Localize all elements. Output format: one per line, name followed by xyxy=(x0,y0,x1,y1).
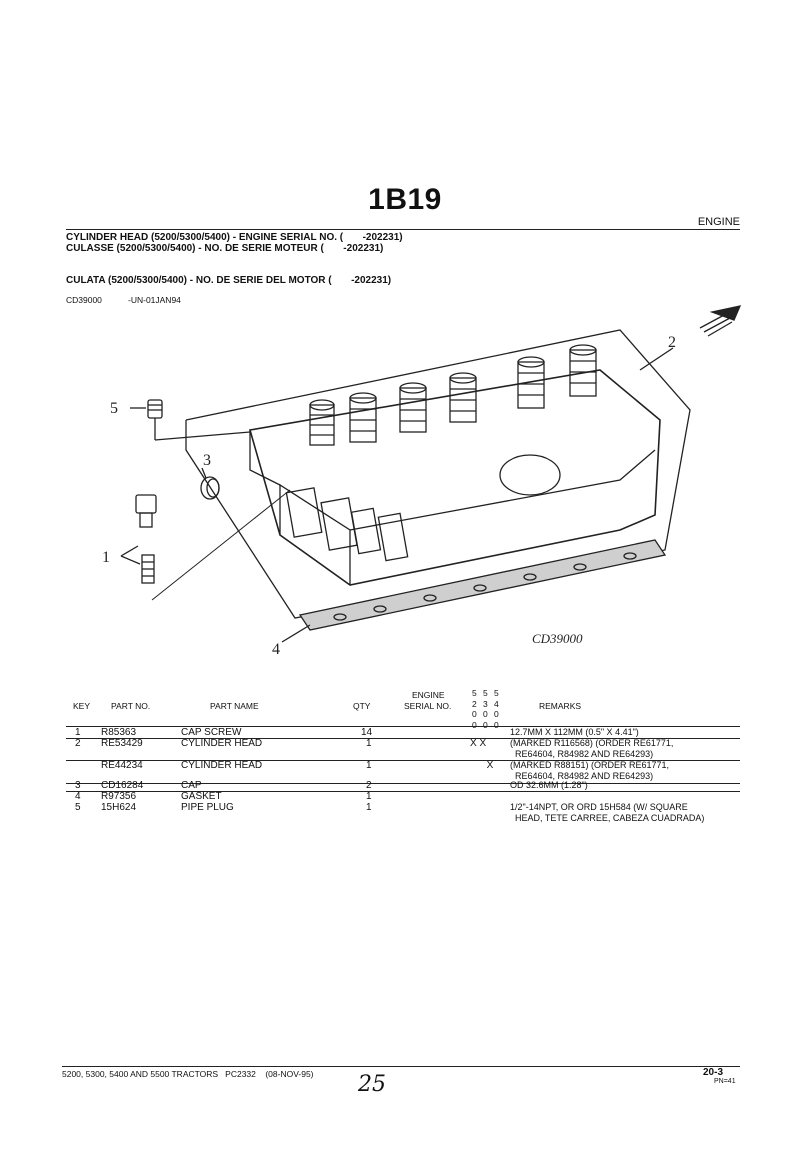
row-part-no: RE53429 xyxy=(101,738,143,749)
row-key: 3 xyxy=(75,780,81,791)
page-title: 1B19 xyxy=(368,183,442,216)
front-arrow-icon xyxy=(699,305,742,337)
illustration-date: -UN-01JAN94 xyxy=(128,295,181,305)
row-key: 5 xyxy=(75,802,81,813)
row-part-no: 15H624 xyxy=(101,802,137,813)
header-french: CULASSE (5200/5300/5400) - NO. DE SERIE … xyxy=(66,243,384,254)
header-rule xyxy=(66,229,740,230)
row-part-name: GASKET xyxy=(181,791,222,802)
row-part-name: CAP xyxy=(181,780,202,791)
row-serial-marks: X X xyxy=(470,738,487,749)
row-part-name: CYLINDER HEAD xyxy=(181,738,263,749)
row-remarks: (MARKED R88151) (ORDER RE61771, RE64604,… xyxy=(510,760,670,781)
section-label: ENGINE xyxy=(697,216,740,228)
row-part-name: CYLINDER HEAD xyxy=(181,760,263,771)
row-qty: 1 xyxy=(366,802,372,813)
footer-models: 5200, 5300, 5400 AND 5500 TRACTORS PC233… xyxy=(62,1069,314,1079)
row-qty: 1 xyxy=(366,791,372,802)
callout-5: 5 xyxy=(110,400,118,417)
row-key: 1 xyxy=(75,727,81,738)
row-remarks: (MARKED R116568) (ORDER RE61771, RE64604… xyxy=(510,738,674,759)
cap-screw-part xyxy=(135,489,291,601)
handwritten-number: 25 xyxy=(358,1072,386,1097)
gasket-shape xyxy=(298,539,667,631)
callout-1: 1 xyxy=(102,549,110,566)
footer-page-number: 20-3 xyxy=(703,1067,724,1078)
row-part-no: CD16284 xyxy=(101,780,144,791)
col-header-key: KEY xyxy=(73,701,91,711)
row-qty: 14 xyxy=(361,727,373,738)
col-header-qty: QTY xyxy=(353,701,371,711)
col-header-engine: ENGINE xyxy=(412,690,445,700)
col-header-remarks: REMARKS xyxy=(539,701,582,711)
row-part-no: R97356 xyxy=(101,791,137,802)
row-qty: 1 xyxy=(366,760,372,771)
col-header-part-no: PART NO. xyxy=(111,701,151,711)
col-header-serial-no: SERIAL NO. xyxy=(404,701,452,711)
footer-rule xyxy=(62,1066,740,1067)
row-remarks: OD 32.6MM (1.28") xyxy=(510,780,588,790)
cylinder-head-diagram: 5 3 1 2 4 CD39000 xyxy=(102,305,742,658)
row-qty: 2 xyxy=(366,780,372,791)
callout-3: 3 xyxy=(203,452,211,469)
header-english: CYLINDER HEAD (5200/5300/5400) - ENGINE … xyxy=(66,232,403,243)
row-qty: 1 xyxy=(366,738,372,749)
col-header-part-name: PART NAME xyxy=(210,701,259,711)
row-key: 2 xyxy=(75,738,81,749)
row-remarks: 1/2"-14NPT, OR ORD 15H584 (W/ SQUARE HEA… xyxy=(510,802,705,823)
row-part-name: CAP SCREW xyxy=(181,727,242,738)
row-part-no: R85363 xyxy=(101,727,137,738)
callout-2: 2 xyxy=(668,334,676,351)
header-spanish: CULATA (5200/5300/5400) - NO. DE SERIE D… xyxy=(66,275,392,286)
row-part-name: PIPE PLUG xyxy=(181,802,234,813)
diagram-caption: CD39000 xyxy=(532,631,583,646)
pipe-plug-part xyxy=(147,399,251,441)
footer-pn: PN=41 xyxy=(714,1078,736,1085)
row-part-no: RE44234 xyxy=(101,760,143,771)
row-serial-marks: X xyxy=(470,760,494,771)
row-key: 4 xyxy=(75,791,81,802)
illustration-ref: CD39000 xyxy=(66,295,102,305)
row-remarks: 12.7MM X 112MM (0.5" X 4.41") xyxy=(510,727,639,737)
cap-part xyxy=(200,476,220,500)
table-header-rule xyxy=(66,726,740,727)
valve-springs xyxy=(309,344,597,446)
callout-4: 4 xyxy=(272,641,280,658)
